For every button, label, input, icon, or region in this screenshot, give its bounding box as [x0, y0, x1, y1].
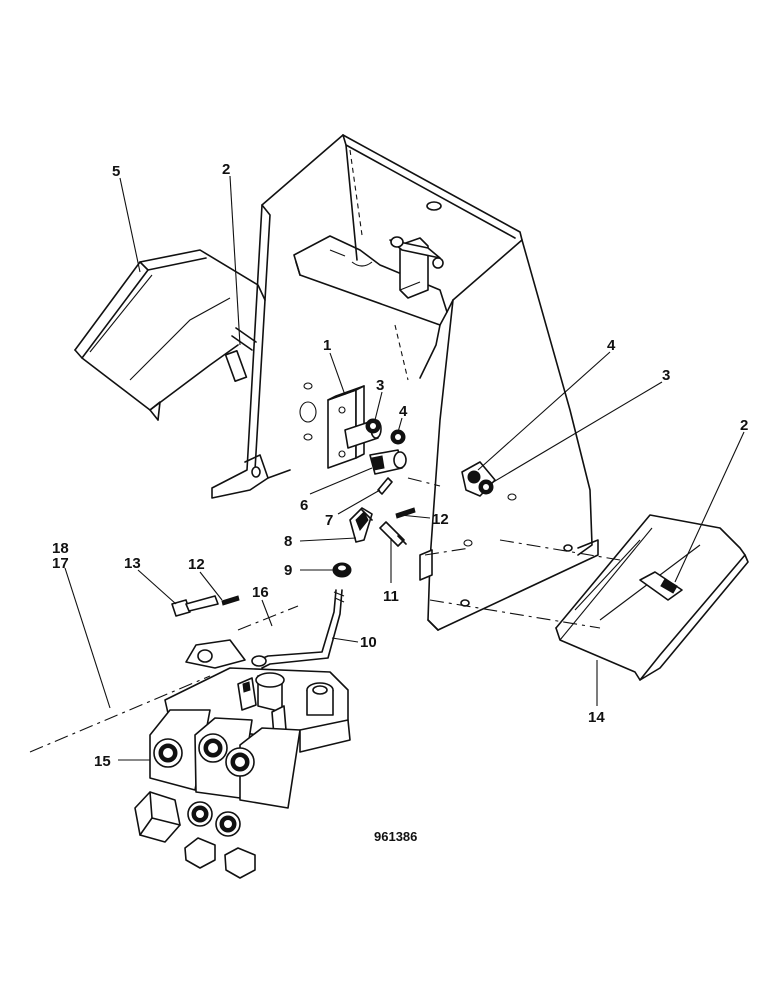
callout-14: 14	[588, 709, 605, 726]
drawing-reference-number: 961386	[374, 829, 417, 844]
callout-3-right: 3	[662, 367, 670, 384]
callout-16: 16	[252, 584, 269, 601]
centre-lines	[29, 477, 621, 753]
callout-18: 18	[52, 540, 69, 557]
right-pedal	[555, 514, 749, 681]
callouts: 5 2 1 3 4 4 3 2 6 7 12 8 9 11 10 18 17 1…	[52, 161, 748, 844]
callout-4-right: 4	[607, 337, 616, 354]
callout-15: 15	[94, 753, 111, 770]
valve-block	[134, 639, 351, 879]
yoke-and-fasteners	[171, 507, 416, 617]
callout-9: 9	[284, 562, 292, 579]
callout-17: 17	[52, 555, 69, 572]
callout-12-upper: 12	[432, 511, 449, 528]
callout-6: 6	[300, 497, 308, 514]
callout-12-lower: 12	[188, 556, 205, 573]
callout-11: 11	[383, 588, 399, 605]
callout-2-left: 2	[222, 161, 230, 178]
pivot-block	[327, 385, 407, 495]
control-rod	[251, 589, 345, 669]
callout-13: 13	[124, 555, 141, 572]
callout-4-left: 4	[399, 403, 408, 420]
callout-10: 10	[360, 634, 377, 651]
callout-5: 5	[112, 163, 120, 180]
main-bracket	[211, 134, 599, 631]
callout-2-right: 2	[740, 417, 748, 434]
callout-1: 1	[323, 337, 331, 354]
callout-8: 8	[284, 533, 292, 550]
callout-7: 7	[325, 512, 333, 529]
left-pedal	[74, 249, 266, 421]
nuts-right	[461, 461, 496, 497]
leader-lines	[64, 175, 745, 761]
callout-3-left: 3	[376, 377, 384, 394]
